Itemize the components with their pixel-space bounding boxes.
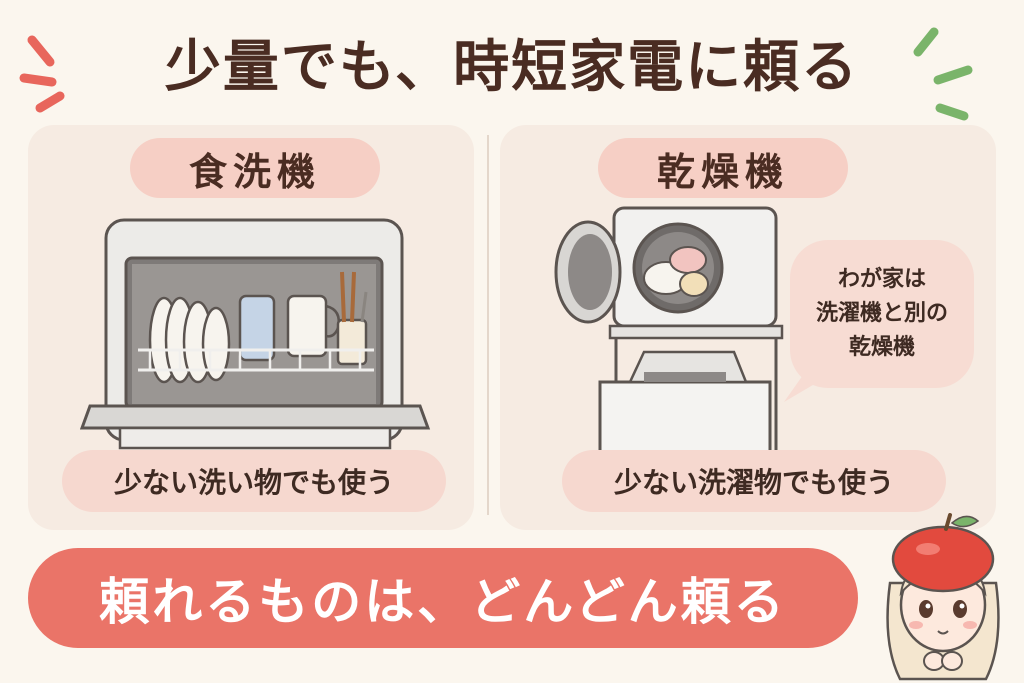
speech-bubble-tail — [784, 368, 818, 402]
dishwasher-illustration — [80, 218, 431, 450]
bottom-banner: 頼れるものは、どんどん頼る — [28, 548, 858, 648]
panel-divider — [487, 135, 489, 515]
page-title: 少量でも、時短家電に頼る — [164, 35, 860, 100]
speech-bubble: わが家は 洗濯機と別の 乾燥機 — [790, 240, 974, 388]
dryer-and-washer-illustration — [554, 206, 784, 454]
dishwasher-heading: 食洗機 — [130, 138, 380, 198]
dryer-heading: 乾燥機 — [598, 138, 848, 198]
bubble-line-1: わが家は — [837, 267, 926, 292]
bubble-line-2: 洗濯機と別の — [815, 301, 948, 326]
dryer-caption: 少ない洗濯物でも使う — [562, 450, 946, 512]
apple-hat-girl-avatar — [886, 513, 1000, 681]
bubble-line-3: 乾燥機 — [848, 335, 915, 360]
dishwasher-caption: 少ない洗い物でも使う — [62, 450, 446, 512]
